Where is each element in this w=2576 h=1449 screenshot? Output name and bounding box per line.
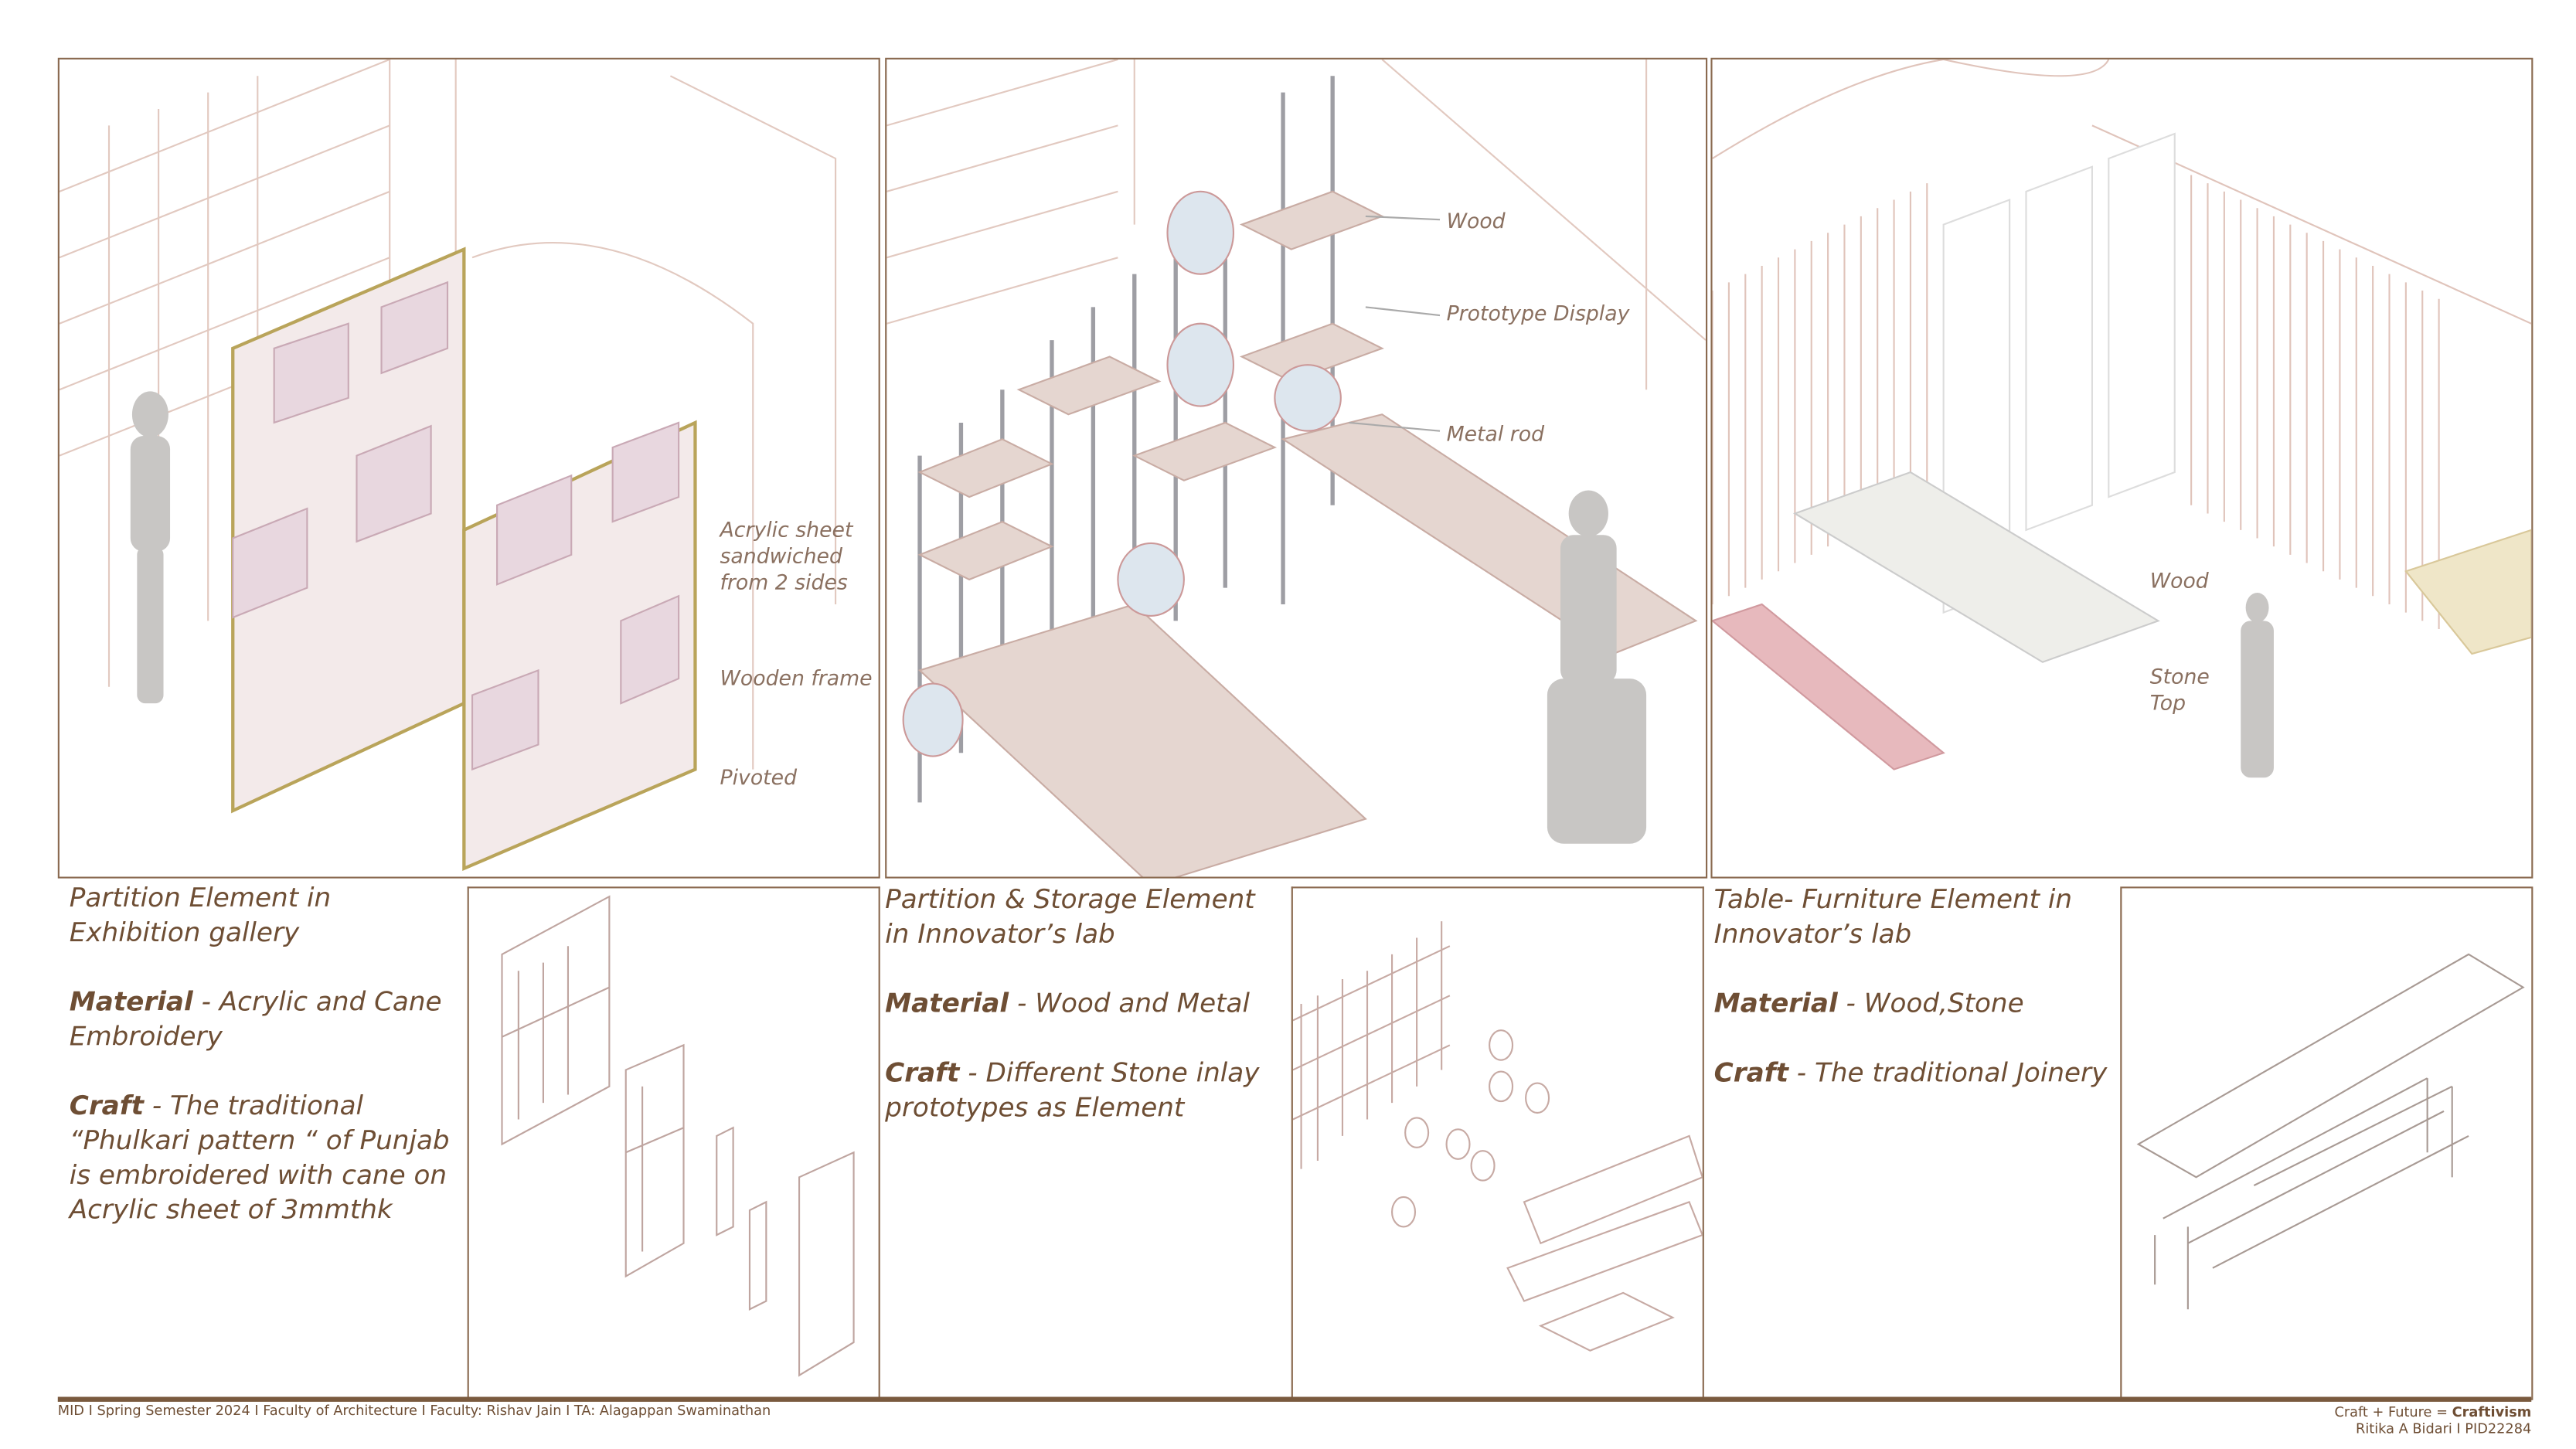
label-stone-top: Stone Top: [2149, 663, 2210, 716]
craft-key: Craft: [69, 1090, 144, 1121]
craft-value: - The traditional “Phulkari pattern “ of…: [69, 1090, 450, 1226]
craft-value-light: - Different: [959, 1056, 1112, 1088]
material-value: - Acrylic and Cane Embroidery: [69, 985, 442, 1052]
material-value: - Wood,Stone: [1837, 987, 2024, 1019]
label-prototype-display: Prototype Display: [1446, 300, 1630, 325]
label-metal-rod: Metal rod: [1446, 420, 1545, 446]
panel-title: Table- Furniture Element in Innovator’s …: [1713, 883, 2073, 950]
description-table: Table- Furniture Element in Innovator’s …: [1714, 882, 2111, 1124]
table-isometric-drawing: [1712, 59, 2532, 778]
tagline-bold: Craftivism: [2452, 1403, 2532, 1420]
material-key: Material: [885, 987, 1009, 1019]
footer-divider: [57, 1396, 2532, 1401]
label-wood: Wood: [1446, 208, 1506, 233]
label-acrylic-sheet: Acrylic sheet sandwiched from 2 sides: [720, 516, 853, 595]
tagline-prefix: Craft + Future =: [2334, 1403, 2452, 1420]
craft-value: - The traditional Joinery: [1788, 1056, 2108, 1088]
label-pivoted: Pivoted: [720, 764, 798, 790]
footer-course-info: MID I Spring Semester 2024 I Faculty of …: [57, 1401, 771, 1419]
material-key: Material: [69, 985, 193, 1018]
label-wooden-frame: Wooden frame: [720, 665, 873, 691]
craft-value: Stone inlay prototypes as Element: [885, 1056, 1260, 1123]
footer-tagline: Craft + Future = Craftivism: [2334, 1403, 2531, 1420]
exploded-table-drawing: [2120, 886, 2533, 1400]
exploded-partition-drawing: [467, 886, 880, 1399]
description-storage: Partition & Storage Element in Innovator…: [885, 882, 1281, 1159]
storage-isometric-drawing: [886, 59, 1707, 877]
panel-title: Partition & Storage Element in Innovator…: [885, 883, 1255, 950]
craft-key: Craft: [1713, 1056, 1788, 1088]
render-table-lab: Wood Stone Top: [1710, 57, 2533, 879]
craft-key: Craft: [885, 1056, 960, 1088]
material-value: - Wood and Metal: [1009, 987, 1250, 1019]
panel-title: Partition Element in Exhibition gallery: [69, 881, 332, 948]
partition-isometric-drawing: [59, 59, 837, 872]
description-partition: Partition Element in Exhibition gallery …: [70, 880, 458, 1262]
label-wood: Wood: [2149, 567, 2209, 594]
exploded-storage-drawing: [1291, 886, 1704, 1399]
render-partition-gallery: Acrylic sheet sandwiched from 2 sides Wo…: [57, 57, 880, 879]
footer-author: Ritika A Bidari I PID22284: [2356, 1420, 2532, 1437]
render-storage-lab: Wood Prototype Display Metal rod: [885, 57, 1708, 879]
material-key: Material: [1713, 987, 1838, 1019]
